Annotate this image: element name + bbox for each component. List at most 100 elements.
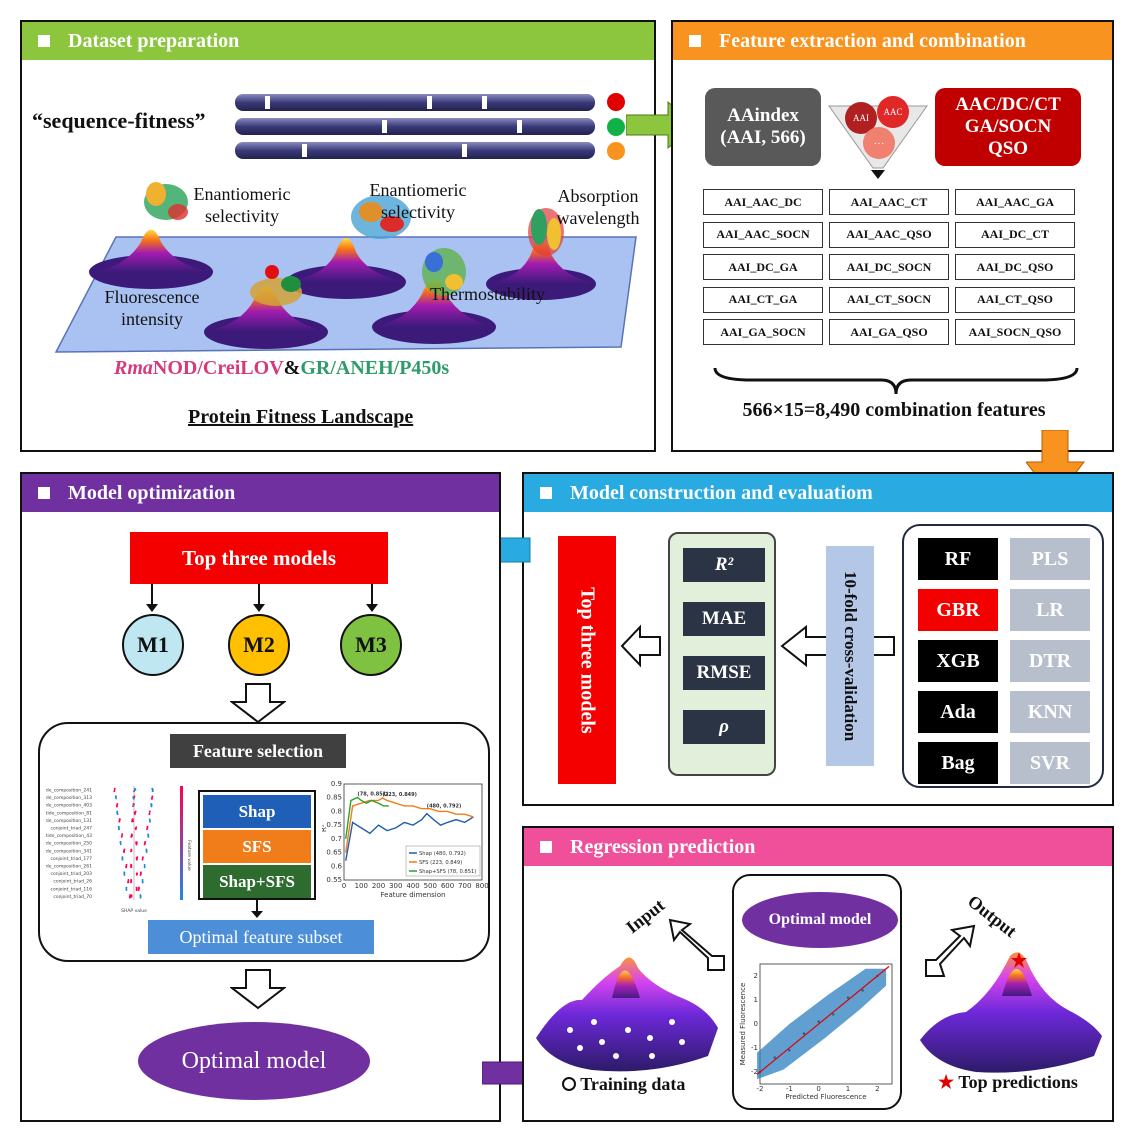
- combo-item: AAI_DC_SOCN: [829, 254, 949, 280]
- protein-gr: GR/ANEH/P450s: [300, 357, 450, 379]
- scatter-point: [832, 1013, 835, 1016]
- shap-dot: [133, 803, 135, 806]
- legend-entry: Shap+SFS (78, 0.851): [419, 869, 476, 875]
- shap-feature-label: conjoint_triad_177: [50, 856, 92, 862]
- shap-dot: [143, 843, 146, 846]
- method-sfs: SFS: [203, 830, 311, 863]
- aaindex-box: AAindex (AAI, 566): [705, 88, 821, 166]
- m1-circle: M1: [122, 614, 184, 676]
- chart-legend: [405, 845, 481, 877]
- peak-enantio-1: [286, 238, 406, 299]
- top-predictions-legend: ★ Top predictions: [938, 1072, 1078, 1093]
- scatter-xlabel: Predicted Fluorescence: [785, 1093, 866, 1101]
- x-tick-label: 100: [355, 882, 368, 890]
- label-fluorescence: Fluorescence intensity: [104, 287, 200, 329]
- shap-dot: [139, 896, 142, 899]
- scatter-x-tick: 0: [816, 1085, 820, 1093]
- shap-dot: [115, 805, 118, 807]
- funnel-icon: AAI AAC ···: [828, 96, 928, 179]
- legend-entry: SFS (223, 0.849): [419, 860, 462, 866]
- cv-vertical: 10-fold cross-validation: [826, 546, 874, 766]
- shap-feature-label: dipeptide_composition_241: [46, 788, 92, 794]
- shap-dot: [135, 872, 138, 875]
- shap-feature-label: dipeptide_composition_403: [46, 803, 92, 809]
- shap-dot: [116, 813, 119, 816]
- series-line-2: [345, 796, 389, 839]
- shap-dot: [125, 863, 128, 866]
- shap-dot: [151, 795, 154, 798]
- scatter-point: [802, 1032, 806, 1035]
- shap-dot: [135, 856, 138, 859]
- star-icon: ★: [938, 1072, 955, 1092]
- legend-entry: Shap (480, 0.792): [419, 851, 466, 857]
- scatter-point: [773, 1056, 776, 1059]
- header-bullet-icon: [38, 487, 50, 499]
- optimal-subset-box: Optimal feature subset: [148, 920, 374, 954]
- dataset-panel: Dataset preparation “sequence-fitness”: [20, 20, 656, 452]
- shap-dot: [141, 857, 144, 860]
- shap-dot: [116, 810, 119, 813]
- x-tick-label: 500: [424, 882, 437, 890]
- header-bullet-icon: [540, 841, 552, 853]
- metric-item: MAE: [683, 602, 765, 636]
- sequence-tube-2: [235, 118, 625, 136]
- shap-dot: [143, 866, 146, 869]
- model-item-left: Ada: [918, 691, 998, 733]
- shap-dot: [130, 881, 133, 883]
- training-landscape: [536, 957, 718, 1072]
- top-predictions-label: Top predictions: [958, 1072, 1078, 1092]
- combo-item: AAI_AAC_QSO: [829, 221, 949, 248]
- combo-item: AAI_AAC_DC: [703, 189, 823, 215]
- shap-dot: [151, 787, 154, 790]
- shap-dot: [135, 841, 137, 844]
- optimal-model-ellipse: Optimal model: [138, 1022, 370, 1100]
- x-axis-label: Feature dimension: [381, 891, 446, 899]
- header-bullet-icon: [38, 35, 50, 47]
- shap-dot: [141, 880, 144, 883]
- shap-feature-label: dipeptide_composition_313: [46, 795, 92, 801]
- training-legend: Training data: [562, 1074, 685, 1095]
- red-dot-icon: [607, 93, 625, 111]
- features-panel: Feature extraction and combination AAind…: [671, 20, 1114, 452]
- shap-feature-label: conjoint_triad_247: [50, 826, 92, 832]
- shap-dot: [135, 842, 138, 845]
- label-enantio-1: Enantiomeric selectivity: [193, 184, 291, 226]
- shap-dot: [121, 858, 124, 861]
- shap-dot: [130, 879, 133, 882]
- hollow-arrow-down-icon: [230, 683, 286, 724]
- shap-dot: [113, 790, 116, 793]
- protein-rma: Rma: [114, 357, 153, 379]
- shap-dot: [143, 863, 146, 866]
- shap-dot: [118, 820, 121, 823]
- combo-item: AAI_GA_SOCN: [703, 319, 823, 345]
- shap-dot: [138, 887, 140, 890]
- shap-feature-label: conjoint_triad_203: [50, 871, 92, 877]
- scatter-point: [846, 996, 850, 999]
- scatter-x-tick: -1: [786, 1085, 793, 1093]
- scatter-point: [861, 989, 864, 992]
- scatter-x-tick: 1: [846, 1085, 850, 1093]
- shap-dot: [151, 796, 154, 799]
- regression-title: Regression prediction: [570, 836, 756, 858]
- shap-summary-plot: dipeptide_composition_241dipeptide_compo…: [46, 786, 192, 914]
- shap-xlabel: SHAP value: [121, 908, 147, 914]
- top-three-box: Top three models: [130, 532, 388, 584]
- regression-header: Regression prediction: [524, 828, 1112, 866]
- header-bullet-icon: [689, 35, 701, 47]
- shap-dot: [128, 895, 131, 898]
- dataset-title: Dataset preparation: [68, 30, 240, 52]
- hollow-arrow-left-icon: [620, 624, 661, 668]
- shap-dot: [140, 872, 142, 875]
- sequence-tubes: [235, 93, 625, 160]
- shap-dot: [130, 894, 133, 897]
- sequence-tube-1: [235, 93, 625, 111]
- shap-dot: [130, 849, 133, 852]
- training-points: [567, 1019, 685, 1059]
- shap-dot: [132, 805, 134, 807]
- y-tick-label: 0.85: [326, 794, 342, 802]
- hollow-arrow-down-icon: [230, 969, 286, 1010]
- prediction-landscape: [920, 952, 1102, 1073]
- descriptor-box: AAC/DC/CT GA/SOCN QSO: [935, 88, 1081, 166]
- shap-dot: [115, 797, 118, 800]
